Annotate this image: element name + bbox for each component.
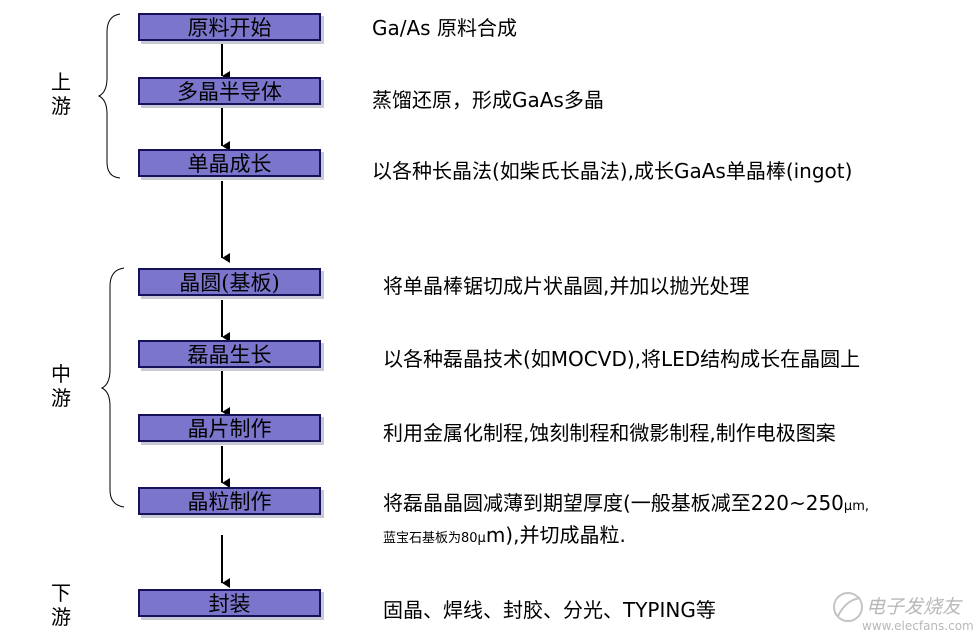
step-desc-raw-material: Ga/As 原料合成 — [372, 16, 517, 40]
step-box-raw-material: 原料开始 — [138, 13, 321, 41]
step-box-wafer: 晶圆(基板) — [138, 268, 321, 296]
stage-upstream: 上 游 — [51, 70, 71, 118]
step-box-polycrystal: 多晶半导体 — [138, 77, 321, 105]
step-desc-die: 将磊晶晶圆减薄到期望厚度(一般基板减至220~250μm, — [383, 491, 869, 515]
step-desc-epitaxy: 以各种磊晶技术(如MOCVD),将LED结构成长在晶圆上 — [383, 347, 861, 371]
step-box-single-crystal: 单晶成长 — [138, 149, 321, 177]
step-desc-single-crystal: 以各种长晶法(如柴氏长晶法),成长GaAs单晶棒(ingot) — [372, 159, 853, 183]
step-box-chip-fab: 晶片制作 — [138, 414, 321, 442]
stage-midstream: 中 游 — [51, 362, 71, 410]
step-desc-wafer: 将单晶棒锯切成片状晶圆,并加以抛光处理 — [383, 274, 750, 298]
step-box-epitaxy: 磊晶生长 — [138, 340, 321, 368]
brace-midstream — [100, 267, 125, 508]
step-box-die: 晶粒制作 — [138, 487, 321, 515]
stage-downstream: 下 游 — [51, 581, 71, 629]
step-desc-polycrystal: 蒸馏还原，形成GaAs多晶 — [372, 88, 604, 112]
step-desc-die-line2: 蓝宝石基板为80μm),并切成晶粒. — [383, 523, 626, 547]
step-desc-packaging: 固晶、焊线、封胶、分光、TYPING等 — [383, 598, 716, 622]
step-desc-chip-fab: 利用金属化制程,蚀刻制程和微影制程,制作电极图案 — [383, 421, 836, 445]
brace-upstream — [97, 13, 121, 179]
watermark-logo-text: 电子发烧友 — [866, 596, 962, 618]
watermark-url: www.elecfans.com — [862, 619, 974, 633]
step-box-packaging: 封装 — [138, 589, 321, 617]
